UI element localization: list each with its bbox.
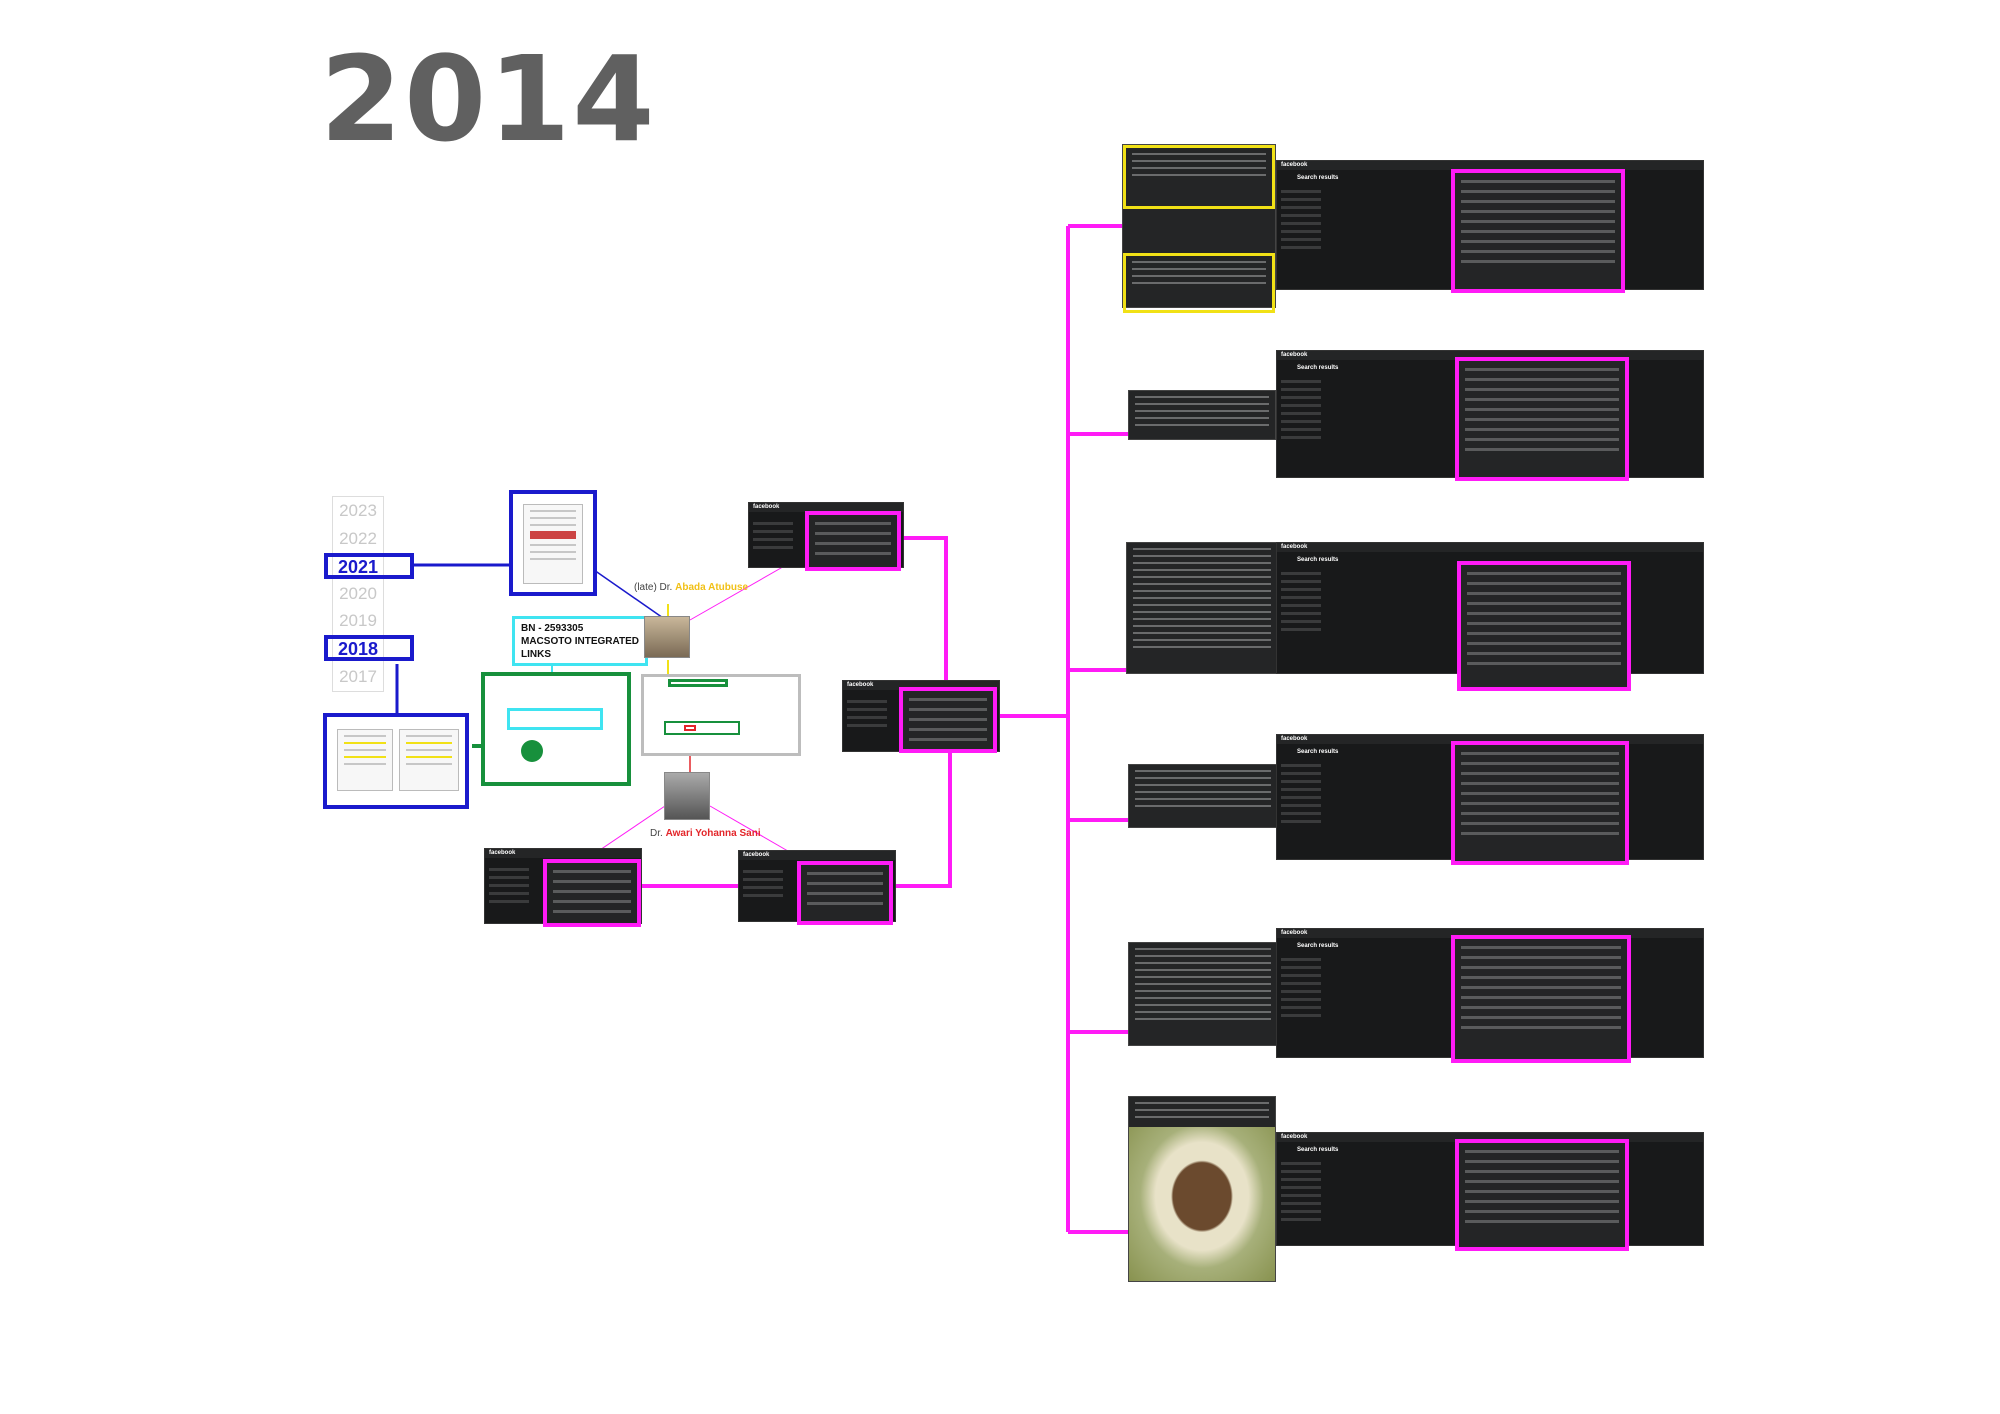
registry-document-thumbnail bbox=[399, 729, 459, 791]
facebook-search-results: facebook Search results bbox=[1276, 928, 1704, 1058]
person-photo-1 bbox=[644, 616, 690, 658]
facebook-post-screenshot bbox=[1122, 144, 1276, 308]
business-name-label: BN - 2593305 MACSOTO INTEGRATED LINKS bbox=[512, 616, 648, 666]
search-results-heading: Search results bbox=[1297, 1147, 1338, 1153]
facebook-search-screenshot: facebook bbox=[842, 680, 1000, 752]
bn-number: BN - 2593305 bbox=[521, 622, 639, 635]
coat-of-arms-icon bbox=[521, 740, 543, 762]
person-name: Abada Atubuse bbox=[675, 582, 748, 593]
facebook-logo: facebook bbox=[1281, 736, 1307, 742]
green-highlight bbox=[668, 679, 728, 687]
person-name: Awari Yohanna Sani bbox=[666, 828, 761, 839]
document-2021-frame bbox=[509, 490, 597, 596]
bn-company-name: MACSOTO INTEGRATED bbox=[521, 635, 639, 648]
year-item: 2022 bbox=[334, 526, 382, 552]
facebook-logo: facebook bbox=[753, 504, 779, 510]
facebook-search-screenshot: facebook bbox=[748, 502, 904, 568]
blue-connector bbox=[594, 570, 666, 620]
person-photo-2 bbox=[664, 772, 710, 820]
facebook-search-results: facebook Search results bbox=[1276, 350, 1704, 478]
facebook-post-screenshot bbox=[1128, 764, 1278, 828]
facebook-logo: facebook bbox=[743, 852, 769, 858]
person-label-1: (late) Dr. Abada Atubuse bbox=[634, 582, 748, 593]
person-title: (late) Dr. bbox=[634, 582, 672, 593]
search-results-heading: Search results bbox=[1297, 943, 1338, 949]
search-results-heading: Search results bbox=[1297, 749, 1338, 755]
facebook-logo: facebook bbox=[1281, 930, 1307, 936]
person-photo bbox=[1129, 1127, 1275, 1281]
year-item: 2023 bbox=[334, 498, 382, 524]
facebook-search-results: facebook Search results bbox=[1276, 1132, 1704, 1246]
facebook-search-results: facebook Search results bbox=[1276, 734, 1704, 860]
bn-company-name-cont: LINKS bbox=[521, 648, 639, 661]
year-item-selected: 2018 bbox=[334, 636, 382, 662]
search-results-heading: Search results bbox=[1297, 557, 1338, 563]
facebook-logo: facebook bbox=[1281, 162, 1307, 168]
registry-document-thumbnail bbox=[337, 729, 393, 791]
facebook-search-results: facebook Search results bbox=[1276, 160, 1704, 290]
search-results-heading: Search results bbox=[1297, 365, 1338, 371]
year-item-selected: 2021 bbox=[334, 554, 382, 580]
facebook-logo: facebook bbox=[1281, 352, 1307, 358]
facebook-post-screenshot bbox=[1128, 390, 1276, 440]
company-registry-frame bbox=[481, 672, 631, 786]
facebook-post-screenshot bbox=[1128, 1096, 1276, 1282]
facebook-post-screenshot bbox=[1126, 542, 1278, 674]
cyan-highlight bbox=[507, 708, 603, 730]
news-article-thumbnail bbox=[523, 504, 583, 584]
green-highlight bbox=[664, 721, 740, 735]
year-item: 2017 bbox=[334, 664, 382, 690]
web-page-frame bbox=[641, 674, 801, 756]
facebook-search-screenshot: facebook bbox=[738, 850, 896, 922]
facebook-logo: facebook bbox=[847, 682, 873, 688]
document-2018-frame bbox=[323, 713, 469, 809]
person-label-2: Dr. Awari Yohanna Sani bbox=[650, 828, 761, 839]
facebook-logo: facebook bbox=[489, 850, 515, 856]
year-item: 2019 bbox=[334, 608, 382, 634]
facebook-post-screenshot bbox=[1128, 942, 1278, 1046]
facebook-search-screenshot: facebook bbox=[484, 848, 642, 924]
person-title: Dr. bbox=[650, 828, 663, 839]
search-results-heading: Search results bbox=[1297, 175, 1338, 181]
facebook-search-results: facebook Search results bbox=[1276, 542, 1704, 674]
yellow-highlight bbox=[1123, 145, 1275, 209]
facebook-logo: facebook bbox=[1281, 544, 1307, 550]
red-highlight bbox=[684, 725, 696, 731]
yellow-highlight bbox=[1123, 253, 1275, 313]
year-item: 2020 bbox=[334, 581, 382, 607]
facebook-logo: facebook bbox=[1281, 1134, 1307, 1140]
